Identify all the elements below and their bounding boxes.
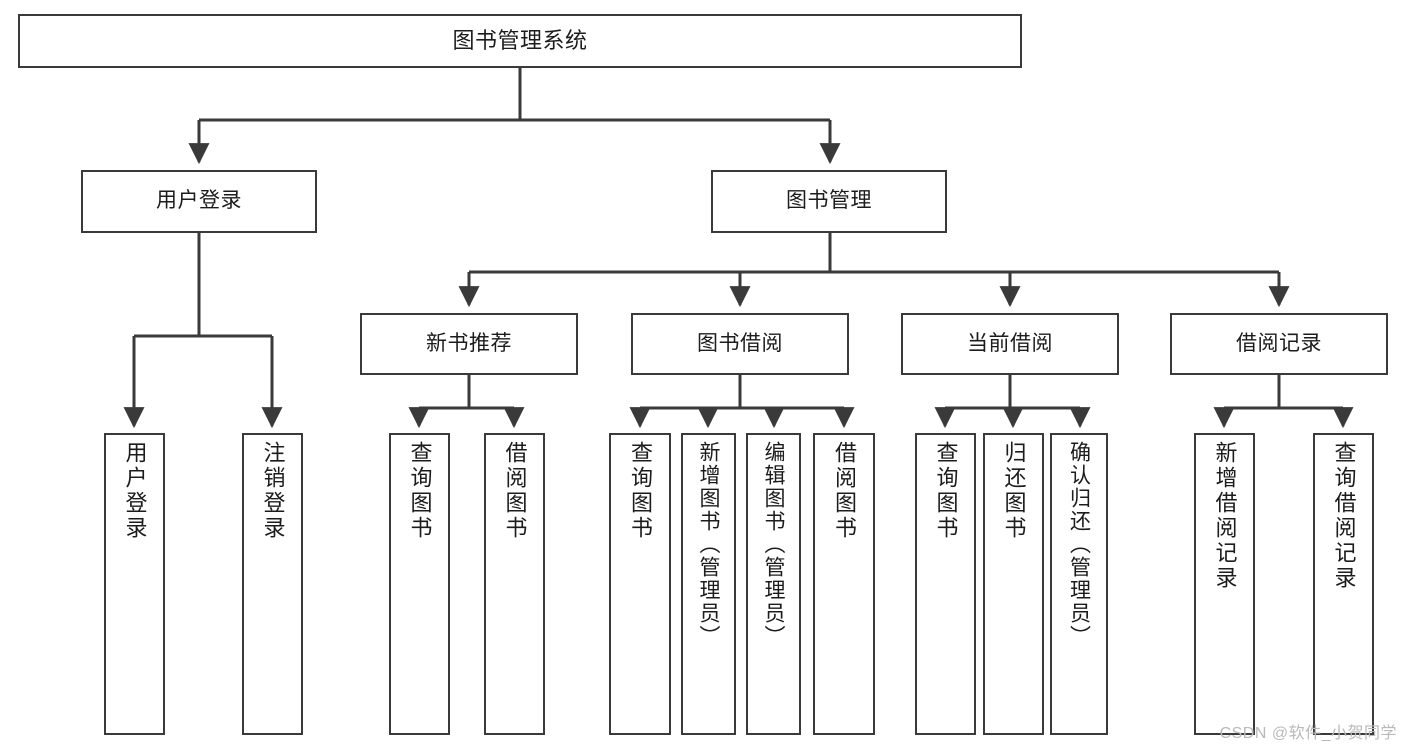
node-label: 新书推荐 — [426, 331, 512, 355]
node-label: 注销登录 — [260, 441, 286, 541]
node-book-management[interactable]: 图书管理 — [711, 170, 947, 233]
node-label: 新增图书（管理员） — [697, 441, 720, 648]
node-label: 查询图书 — [407, 441, 433, 541]
node-user-login[interactable]: 用户登录 — [81, 170, 317, 233]
leaf-query-borrow-record[interactable]: 查询借阅记录 — [1313, 433, 1374, 735]
node-label: 当前借阅 — [967, 331, 1053, 355]
leaf-add-book-admin[interactable]: 新增图书（管理员） — [681, 433, 736, 735]
leaf-borrow-books[interactable]: 借阅图书 — [813, 433, 875, 735]
leaf-return-books[interactable]: 归还图书 — [983, 433, 1044, 735]
leaf-query-books-borrow[interactable]: 查询图书 — [609, 433, 671, 735]
node-borrow-records[interactable]: 借阅记录 — [1170, 313, 1388, 375]
leaf-query-books-current[interactable]: 查询图书 — [915, 433, 976, 735]
node-label: 借阅图书 — [832, 441, 857, 541]
node-label: 新增借阅记录 — [1212, 441, 1238, 591]
node-new-book-recommend[interactable]: 新书推荐 — [360, 313, 578, 375]
leaf-user-logout[interactable]: 注销登录 — [242, 433, 303, 735]
leaf-add-borrow-record[interactable]: 新增借阅记录 — [1194, 433, 1255, 735]
node-label: 查询图书 — [933, 441, 959, 541]
node-label: 借阅记录 — [1236, 331, 1322, 355]
node-label: 图书借阅 — [697, 331, 783, 355]
leaf-edit-book-admin[interactable]: 编辑图书（管理员） — [746, 433, 801, 735]
node-label: 查询图书 — [628, 441, 653, 541]
leaf-confirm-return-admin[interactable]: 确认归还（管理员） — [1050, 433, 1108, 735]
node-current-borrow[interactable]: 当前借阅 — [901, 313, 1119, 375]
node-label: 用户登录 — [156, 189, 242, 213]
leaf-query-books-recommend[interactable]: 查询图书 — [389, 433, 450, 735]
node-label: 编辑图书（管理员） — [762, 441, 785, 648]
node-label: 归还图书 — [1001, 441, 1027, 541]
node-book-borrow[interactable]: 图书借阅 — [631, 313, 849, 375]
node-label: 图书管理 — [786, 189, 872, 213]
node-label: 查询借阅记录 — [1331, 441, 1357, 591]
node-label: 图书管理系统 — [452, 28, 588, 54]
leaf-user-login[interactable]: 用户登录 — [104, 433, 165, 735]
node-book-management-system[interactable]: 图书管理系统 — [18, 14, 1022, 68]
node-label: 借阅图书 — [502, 441, 528, 541]
leaf-borrow-books-recommend[interactable]: 借阅图书 — [484, 433, 545, 735]
node-label: 确认归还（管理员） — [1067, 441, 1091, 648]
node-label: 用户登录 — [122, 441, 148, 541]
